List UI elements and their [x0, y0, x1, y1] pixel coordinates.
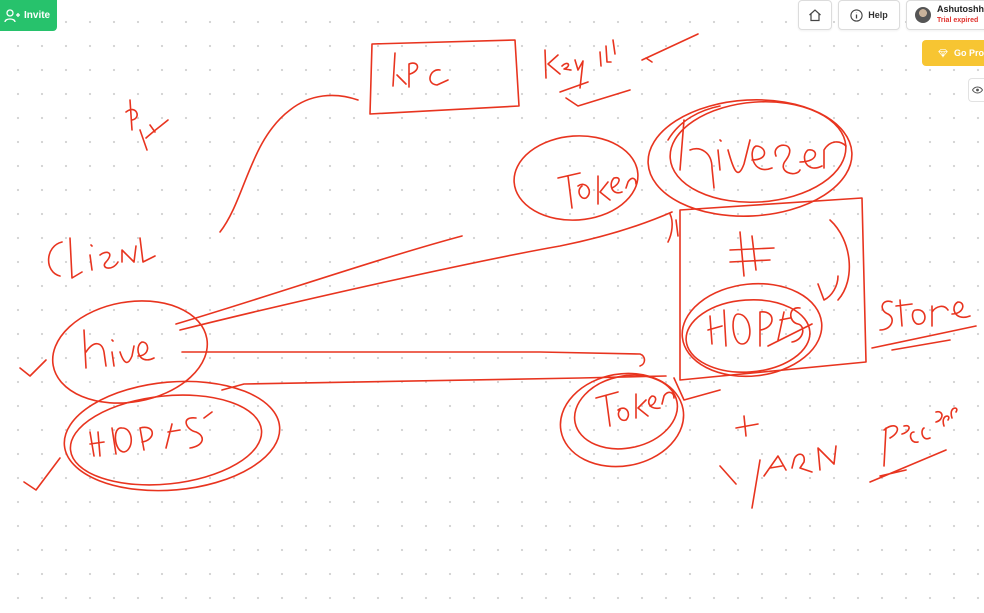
hdfs-right-ellipse: [681, 282, 823, 378]
token-ellipse-bottom: [559, 372, 685, 468]
hive-to-hiveserver-line: [175, 211, 673, 331]
top-right-toolbar: Help Ashutoshh Trial expired: [798, 0, 984, 30]
store-sketch: [871, 299, 977, 351]
go-pro-label: Go Pro: [953, 48, 984, 58]
trial-status: Trial expired: [937, 17, 979, 24]
token-ellipse-top: [513, 135, 639, 221]
account-name: Ashutoshh: [937, 4, 984, 14]
yarn-process-sketch: [719, 407, 958, 509]
avatar: [915, 7, 931, 23]
hive-client-ellipse: [19, 300, 209, 404]
account-menu[interactable]: Ashutoshh Trial expired: [906, 0, 984, 30]
pr-sketch: [125, 99, 169, 151]
invite-label: Invite: [24, 10, 51, 21]
hdfs-client-ellipse: [23, 380, 281, 492]
invite-button[interactable]: Invite: [0, 0, 57, 31]
arrow-tick: [667, 213, 679, 243]
kdc-box-sketch: [369, 39, 520, 115]
home-icon: [809, 9, 821, 22]
plus-sketch: [729, 231, 775, 277]
add-user-icon: [4, 8, 20, 22]
client-sketch: [47, 237, 156, 279]
go-pro-button[interactable]: Go Pro: [922, 40, 984, 66]
hdfs-to-token-line: [221, 375, 721, 401]
client-kdc-arrow: [219, 94, 359, 233]
key-sketch: [544, 33, 699, 107]
eye-icon: [971, 86, 983, 94]
server-box: [679, 197, 867, 381]
hiveserver-ellipse: [647, 99, 853, 217]
bracket-sketch: [817, 219, 851, 301]
home-button[interactable]: [798, 0, 832, 30]
visibility-toggle[interactable]: [968, 78, 984, 102]
diamond-icon: [938, 49, 948, 58]
info-icon: [850, 8, 863, 22]
hive-to-token-line: [181, 351, 646, 367]
help-label: Help: [868, 10, 888, 20]
help-button[interactable]: Help: [838, 0, 900, 30]
